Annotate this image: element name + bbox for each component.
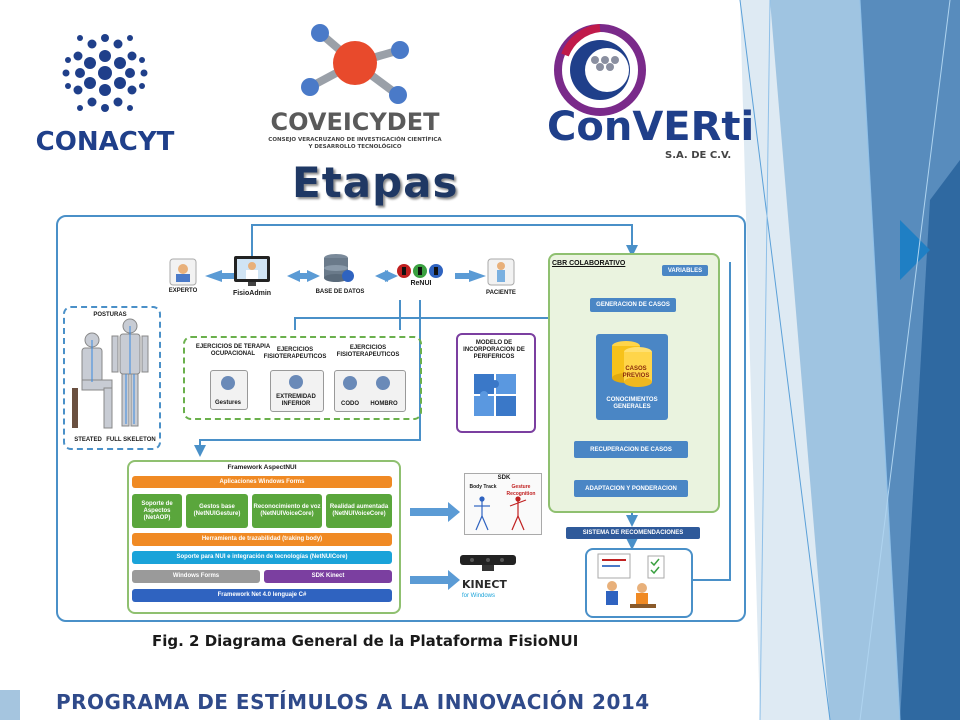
conacyt-logo: CONACYT	[36, 34, 175, 157]
modelo-label: MODELO DE INCORPORACION DE PERIFERICOS	[463, 340, 525, 360]
soporte-nui-layer: Soporte para NUI e integración de tecnol…	[132, 551, 392, 564]
sistema-recomendaciones-box: SISTEMA DE RECOMENDACIONES	[566, 527, 700, 539]
database-cylinder-icon	[612, 341, 652, 387]
realidad-aumentada-block: Realidad aumentada (NetNUIVoiceCore)	[326, 494, 392, 528]
experto-label: EXPERTO	[168, 288, 198, 294]
framework-title: Framework AspectNUI	[227, 464, 297, 471]
recuperacion-casos-box: RECUPERACION DE CASOS	[574, 441, 688, 458]
conocimientos-label: CONOCIMIENTOS GENERALES	[606, 397, 658, 410]
coveicydet-text: COVEICYDET	[271, 108, 441, 136]
fisioadmin-monitor-icon	[234, 256, 270, 286]
variables-box: VARIABLES	[662, 265, 708, 276]
paciente-icon	[487, 258, 515, 286]
svg-text:S.A. DE C.V.: S.A. DE C.V.	[665, 150, 731, 161]
paciente-label: PACIENTE	[486, 290, 516, 296]
renui-label: ReNUI	[410, 280, 432, 287]
svg-text:CONSEJO VERACRUZANO DE INVESTI: CONSEJO VERACRUZANO DE INVESTIGACIÓN CIE…	[268, 135, 442, 143]
body-track-label: Body Track	[469, 484, 497, 490]
gear-icon	[376, 376, 390, 390]
triangle-marker-icon	[900, 220, 930, 280]
extremidad-label: EXTREMIDAD INFERIOR	[276, 394, 316, 407]
full-skeleton-label: FULL SKELETON	[106, 437, 156, 443]
sdk-kinect-layer: SDK Kinect	[264, 570, 392, 583]
ejercicio-fisio-label-1: EJERCICIOS FISIOTERAPEUTICOS	[263, 347, 327, 360]
puzzle-icon	[474, 374, 516, 416]
database-icon	[324, 254, 354, 282]
base-datos-label: BASE DE DATOS	[315, 289, 365, 295]
skeleton-figures	[72, 318, 149, 429]
herramienta-layer: Herramienta de trazabilidad (traking bod…	[132, 533, 392, 546]
ejercicio-terapia-label: EJERCICIOS DE TERAPIA OCUPACIONAL	[195, 344, 271, 357]
gesture-recog-label: Gesture Recognition	[506, 484, 536, 497]
sdk-label: SDK	[497, 475, 511, 481]
kinect-device-icon	[460, 555, 516, 571]
codo-label: CODO	[341, 401, 359, 407]
fisioadmin-label: FisioAdmin	[232, 290, 272, 297]
gestures-card	[210, 370, 248, 410]
experto-icon	[169, 258, 197, 286]
kinect-for-windows: for Windows	[462, 593, 496, 599]
soporte-aspectos-block: Soporte de Aspectos (NetAOP)	[132, 494, 182, 528]
framework-net-layer: Framework Net 4.0 lenguaje C#	[132, 589, 392, 602]
gestures-label: Gestures	[214, 400, 241, 406]
ejercicios-box	[183, 336, 422, 420]
posturas-box	[63, 306, 161, 450]
casos-previos-label: CASOS PREVIOS	[622, 366, 650, 379]
gestos-base-block: Gestos base (NetNUIGesture)	[186, 494, 248, 528]
renui-icon	[397, 264, 443, 278]
gear-icon	[289, 375, 303, 389]
adaptacion-box: ADAPTACION Y PONDERACION	[574, 480, 688, 497]
steated-label: STEATED	[74, 437, 102, 443]
coveicydet-logo: COVEICYDET CONSEJO VERACRUZANO DE INVEST…	[268, 24, 442, 150]
cbr-title: CBR COLABORATIVO	[552, 260, 626, 267]
hombro-label: HOMBRO	[370, 401, 398, 407]
presentation-icon	[597, 553, 665, 608]
converti-text: ConVERti	[547, 104, 754, 150]
reconocimiento-voz-block: Reconocimiento de voz (NetNUIVoiceCore)	[252, 494, 322, 528]
converti-logo: ConVERti S.A. DE C.V.	[547, 24, 754, 161]
windows-forms-layer: Windows Forms	[132, 570, 260, 583]
skeleton-tracking-icon	[474, 496, 527, 531]
gear-icon	[221, 376, 235, 390]
posturas-label: POSTURAS	[93, 312, 127, 318]
page-title: Etapas	[292, 158, 459, 207]
figure-caption: Fig. 2 Diagrama General de la Plataforma…	[152, 632, 579, 650]
conacyt-text: CONACYT	[36, 127, 175, 157]
aplicaciones-layer: Aplicaciones Windows Forms	[132, 476, 392, 488]
gear-icon	[343, 376, 357, 390]
sdk-panel	[464, 473, 542, 535]
modelo-box	[456, 333, 536, 433]
footer-program-title: PROGRAMA DE ESTÍMULOS A LA INNOVACIÓN 20…	[56, 690, 650, 714]
kinect-label: KINECT	[462, 578, 507, 591]
generacion-casos-box: GENERACION DE CASOS	[590, 298, 676, 312]
ejercicio-fisio-label-2: EJERCICIOS FISIOTERAPEUTICOS	[336, 345, 400, 358]
svg-text:Y DESARROLLO TECNOLÓGICO: Y DESARROLLO TECNOLÓGICO	[307, 143, 401, 150]
